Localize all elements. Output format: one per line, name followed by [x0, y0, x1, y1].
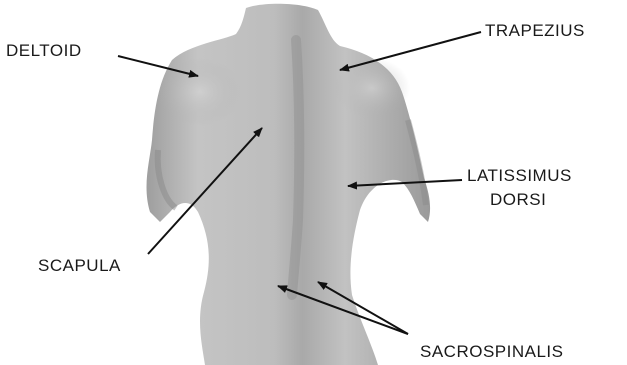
right-shoulder-highlight [334, 58, 410, 118]
latissimus-label-line2: DORSI [490, 189, 546, 210]
trapezius-label: TRAPEZIUS [485, 20, 585, 41]
trapezius-arrow [340, 32, 481, 70]
deltoid-label: DELTOID [6, 40, 82, 61]
scapula-label: SCAPULA [38, 255, 121, 276]
sacrospinalis-label: SACROSPINALIS [420, 341, 564, 362]
latissimus-label-line1: LATISSIMUS [467, 165, 572, 186]
